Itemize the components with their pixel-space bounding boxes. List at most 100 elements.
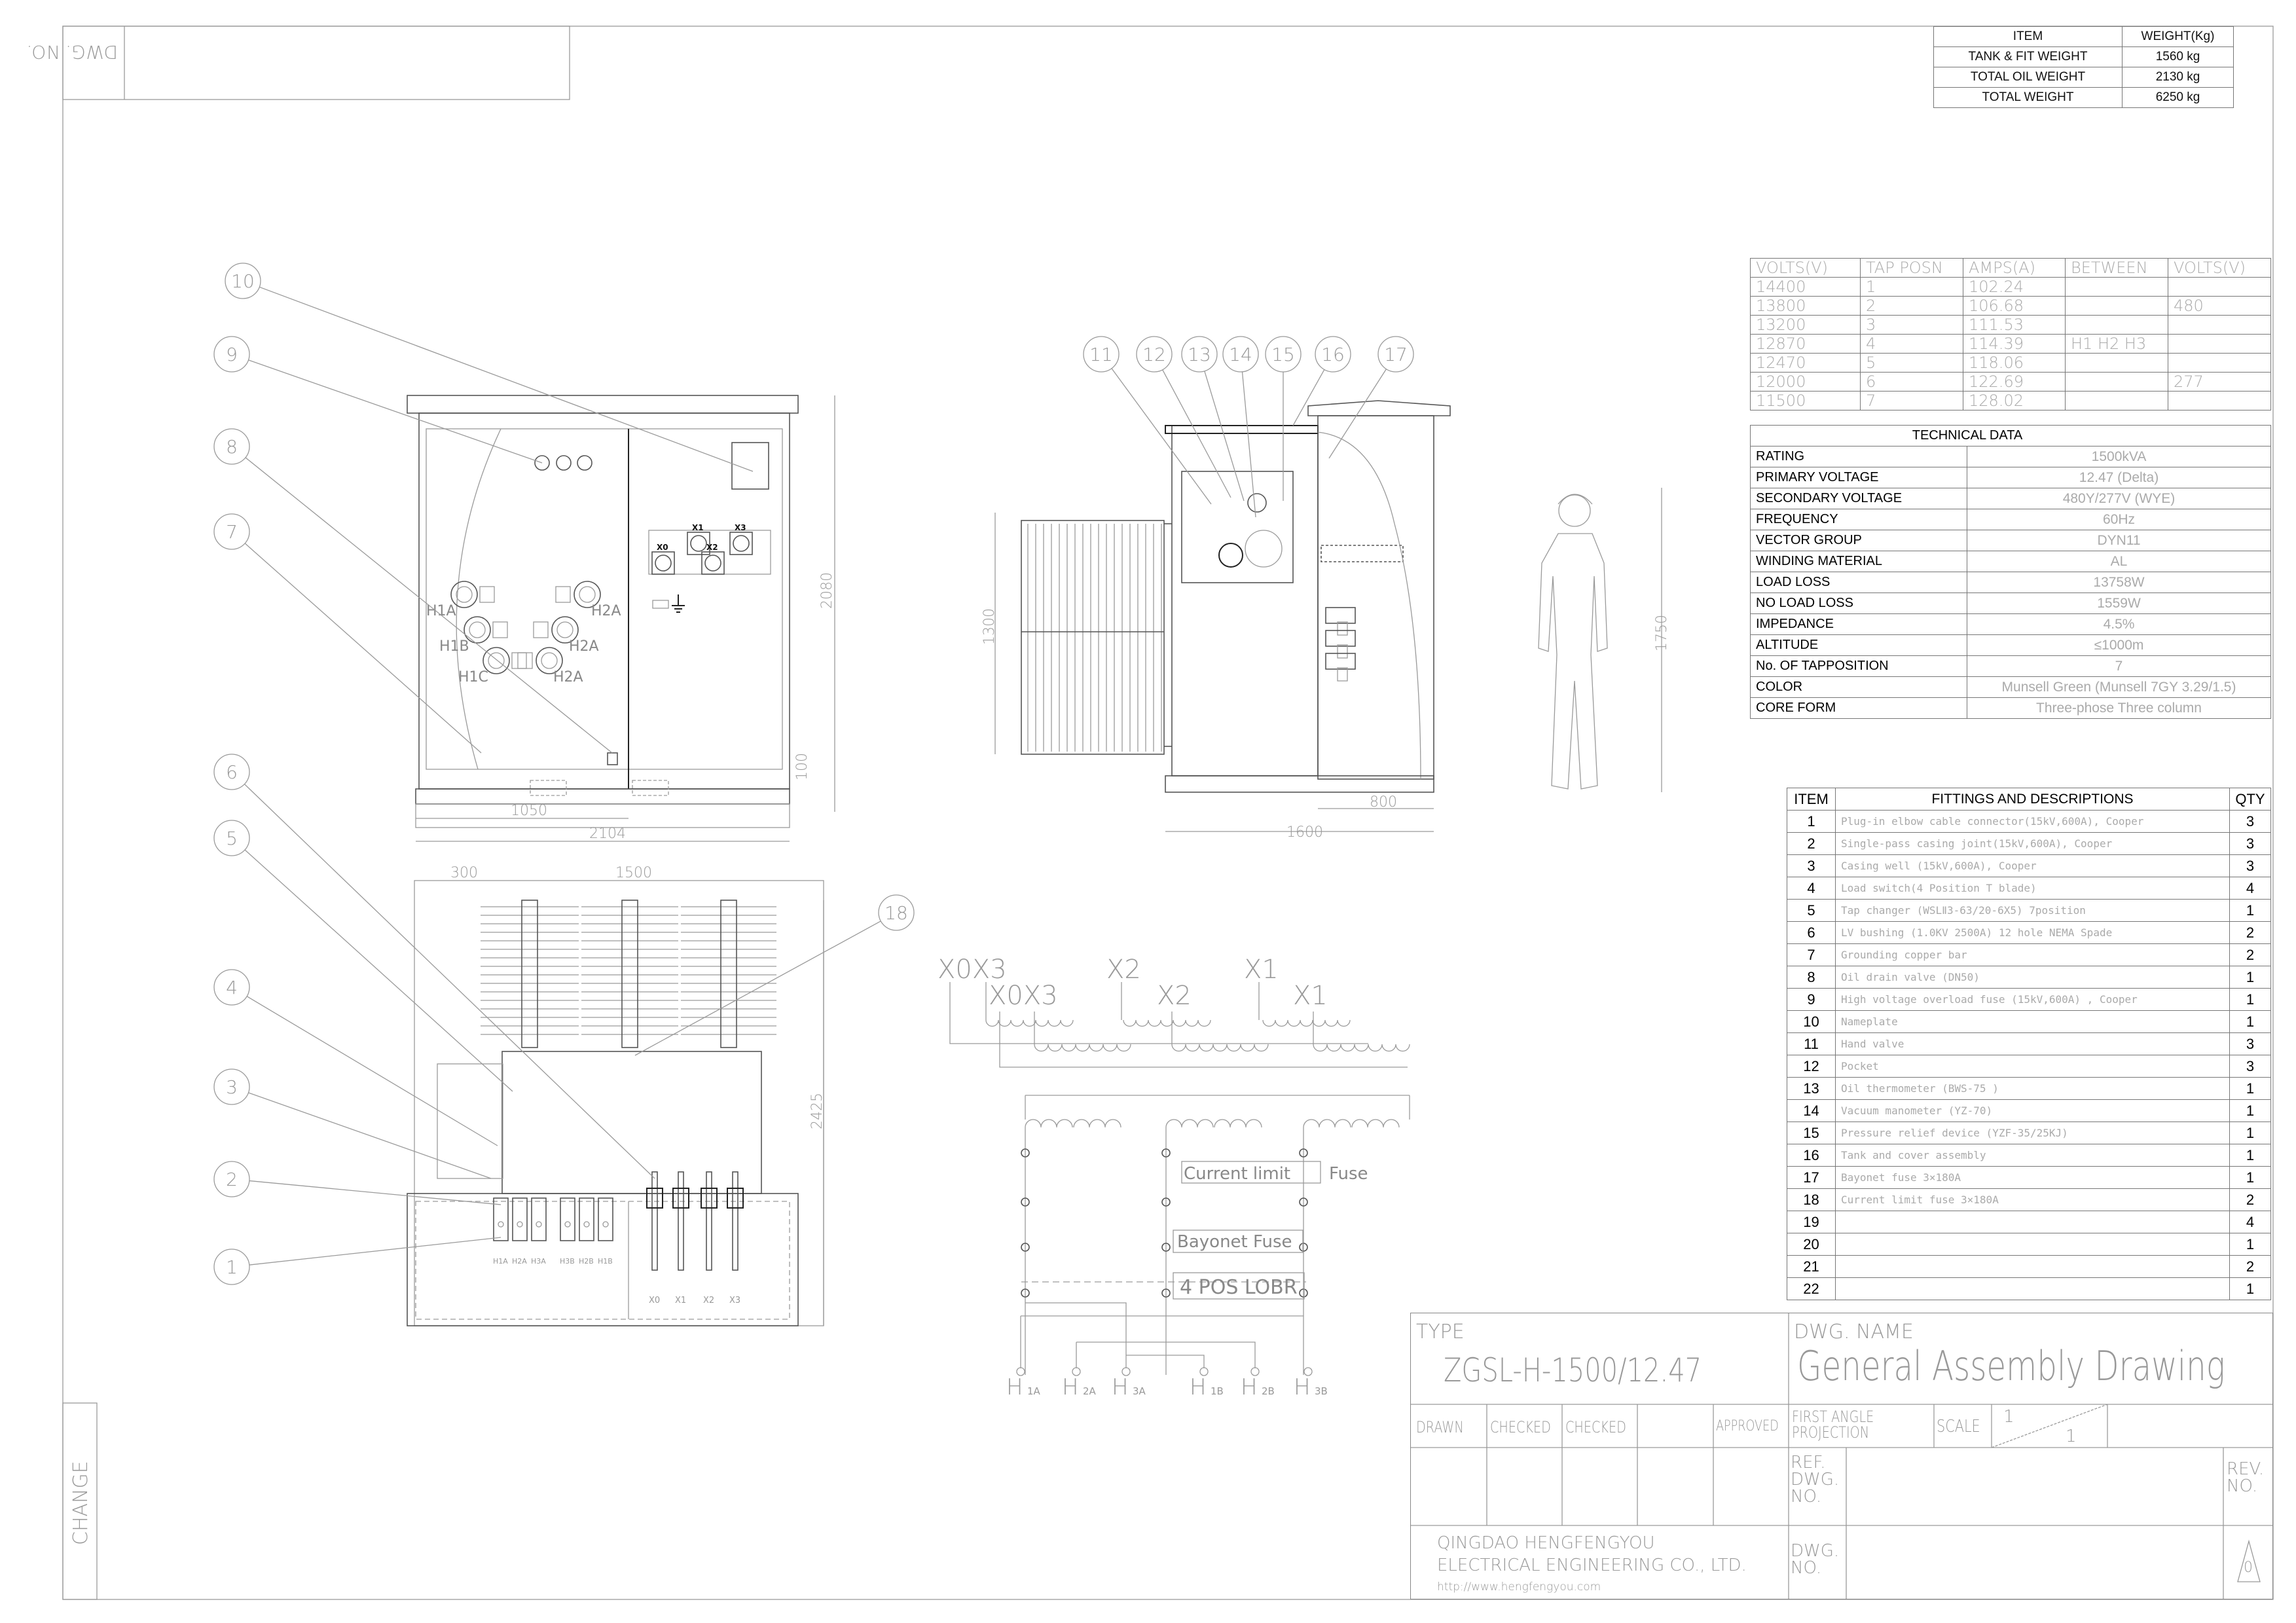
hv-terminal-label: H — [1241, 1374, 1258, 1400]
top-lv-label: X1 — [675, 1296, 686, 1305]
dim-front-width: 2104 — [589, 826, 626, 842]
tap-header: AMPS(A) — [1963, 258, 2066, 278]
fitting-cell: 4 — [2229, 1211, 2271, 1233]
tech-cell: RATING — [1750, 446, 1967, 467]
tap-cell: 12000 — [1750, 372, 1861, 392]
tech-title: TECHNICAL DATA — [1749, 425, 2272, 447]
balloon-number: 11 — [1089, 344, 1113, 365]
fitting-cell: 2 — [1787, 832, 1836, 855]
lv-bushing-bar: X2 — [701, 1171, 718, 1305]
fitting-cell: 2 — [2229, 943, 2271, 966]
balloon-12: 12 — [1136, 336, 1231, 498]
lv-bushing: X0 — [651, 543, 675, 575]
fitting-cell: Load switch(4 Position T blade) — [1835, 877, 2230, 900]
balloon-1: 1 — [213, 1237, 501, 1285]
top-hv-label: H1B — [598, 1257, 613, 1266]
company-url: http://www.hengfengyou.com — [1437, 1580, 1601, 1594]
elbow-connector — [1325, 653, 1356, 682]
tech-cell: Munsell Green (Munsell 7GY 3.29/1.5) — [1966, 676, 2272, 698]
fitting-cell: 1 — [2229, 1010, 2271, 1033]
projection-label: FIRST ANGLE PROJECTION — [1792, 1408, 1874, 1442]
fitting-cell: 22 — [1787, 1277, 1836, 1300]
fitting-cell: 5 — [1787, 899, 1836, 922]
company-name-line2: ELECTRICAL ENGINEERING CO., LTD. — [1437, 1556, 1747, 1575]
tap-cell — [2168, 315, 2271, 335]
drawing-border — [62, 26, 2274, 1600]
tap-cell: 1 — [1860, 277, 1963, 297]
schem-x1-b: X1 — [1293, 981, 1328, 1011]
hv-terminal-label: H — [1112, 1374, 1129, 1400]
side-view: 1300 1750 800 1600 — [981, 400, 1670, 841]
type-value: ZGSL-H-1500/12.47 — [1444, 1351, 1702, 1389]
dim-top-width: 1500 — [615, 865, 652, 881]
hv-elbow: H3B — [560, 1197, 575, 1266]
tech-cell: 4.5% — [1966, 613, 2272, 635]
top-hv-label: H2B — [579, 1257, 594, 1266]
balloon-10: 10 — [225, 263, 754, 472]
hv-bushing: H2A — [555, 581, 621, 619]
revision-mark: 0 — [2244, 1559, 2253, 1576]
tech-cell: 480Y/277V (WYE) — [1966, 488, 2272, 509]
dwg-name-value: General Assembly Drawing — [1797, 1342, 2225, 1390]
top-hv-label: H3A — [531, 1257, 546, 1266]
balloon-number: 4 — [226, 977, 238, 998]
balloon-18: 18 — [634, 894, 915, 1056]
balloon-number: 1 — [226, 1256, 238, 1278]
balloon-3: 3 — [213, 1068, 492, 1179]
hv-bushing: H2A — [517, 647, 583, 685]
tap-cell: 122.69 — [1963, 372, 2066, 392]
balloon-8: 8 — [213, 428, 613, 754]
tech-cell: ≤1000m — [1966, 634, 2272, 656]
tech-cell: WINDING MATERIAL — [1750, 551, 1967, 572]
lv-bushing-label: X0 — [657, 543, 668, 552]
fitting-cell: Pocket — [1835, 1055, 2230, 1078]
tap-header: VOLTS(V) — [1750, 258, 1861, 278]
hv-terminal-label: H — [1062, 1374, 1079, 1400]
tech-cell: CORE FORM — [1750, 697, 1967, 719]
fitting-row: 14 Vacuum manometer (YZ-70)1 — [1787, 1099, 2271, 1122]
balloon-number: 6 — [226, 761, 238, 783]
tap-cell: 13200 — [1750, 315, 1861, 335]
tap-cell: 2 — [1860, 296, 1963, 316]
hv-bushing-label: H2A — [591, 603, 621, 619]
lv-bushing: X1 — [687, 523, 710, 555]
hv-elbow: H2A — [512, 1197, 528, 1266]
tech-cell: NO LOAD LOSS — [1750, 593, 1967, 614]
tap-header: TAP POSN — [1860, 258, 1963, 278]
dim-overall: 1600 — [1286, 824, 1323, 841]
tap-cell: 3 — [1860, 315, 1963, 335]
elbow-connector — [1325, 630, 1356, 659]
balloon-number: 16 — [1321, 344, 1345, 365]
tap-cell: 4 — [1860, 334, 1963, 354]
fitting-cell: 3 — [2229, 1055, 2271, 1078]
hv-bushing-label: H1B — [439, 638, 469, 655]
fitting-cell: 1 — [1787, 810, 1836, 833]
balloon-5: 5 — [213, 820, 513, 1092]
balloon-number: 9 — [226, 344, 238, 365]
fitting-cell: 1 — [2229, 966, 2271, 989]
weight-header: WEIGHT(Kg) — [2122, 26, 2234, 47]
balloon-number: 7 — [226, 521, 238, 543]
fitting-cell: 2 — [2229, 1188, 2271, 1211]
fitting-cell: 3 — [1787, 854, 1836, 877]
fitting-header: FITTINGS AND DESCRIPTIONS — [1835, 788, 2230, 811]
hv-elbow: H3A — [531, 1197, 547, 1266]
tap-cell: 106.68 — [1963, 296, 2066, 316]
